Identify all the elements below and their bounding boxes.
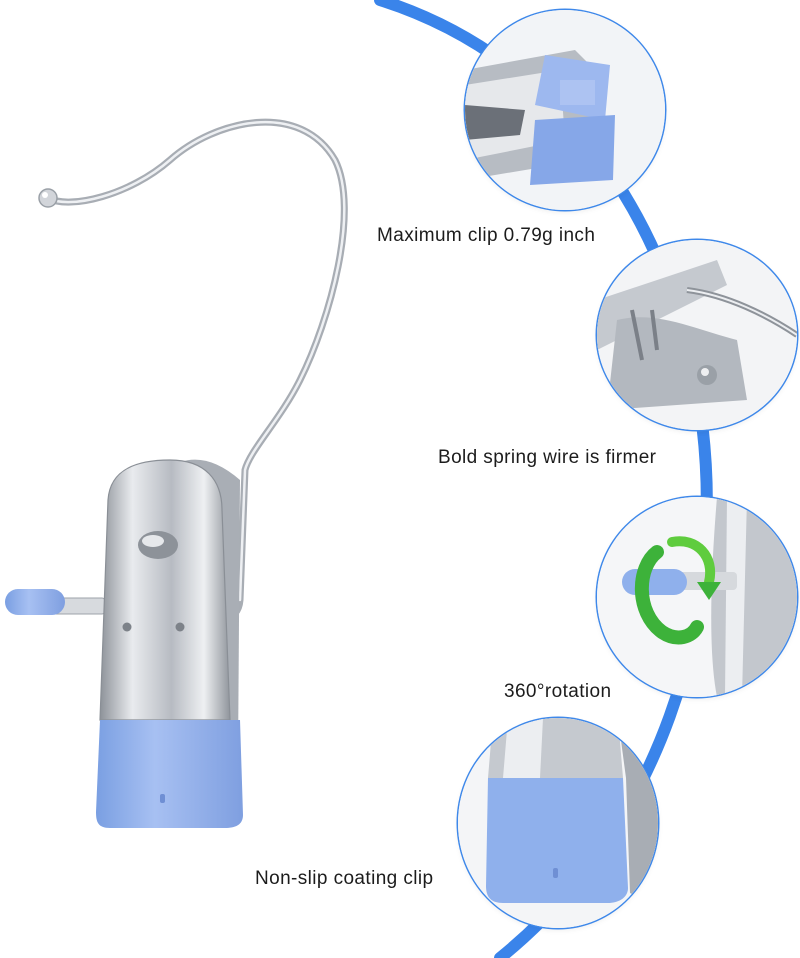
- feature-caption-grip: Maximum clip 0.79g inch: [377, 225, 596, 246]
- feature-bubble-spring: [597, 240, 797, 430]
- feature-bubble-rotation: [597, 497, 797, 697]
- feature-caption-coating: Non-slip coating clip: [255, 868, 434, 889]
- coating-detail-image: [458, 718, 658, 928]
- feature-bubble-grip: [465, 10, 665, 210]
- spring-detail-image: [597, 240, 797, 430]
- grip-detail-image: [465, 10, 665, 210]
- rotate-arrow-icon: [634, 536, 721, 645]
- feature-caption-spring: Bold spring wire is firmer: [438, 447, 657, 468]
- feature-bubble-coating: [458, 718, 658, 928]
- feature-caption-rotation: 360°rotation: [504, 681, 612, 702]
